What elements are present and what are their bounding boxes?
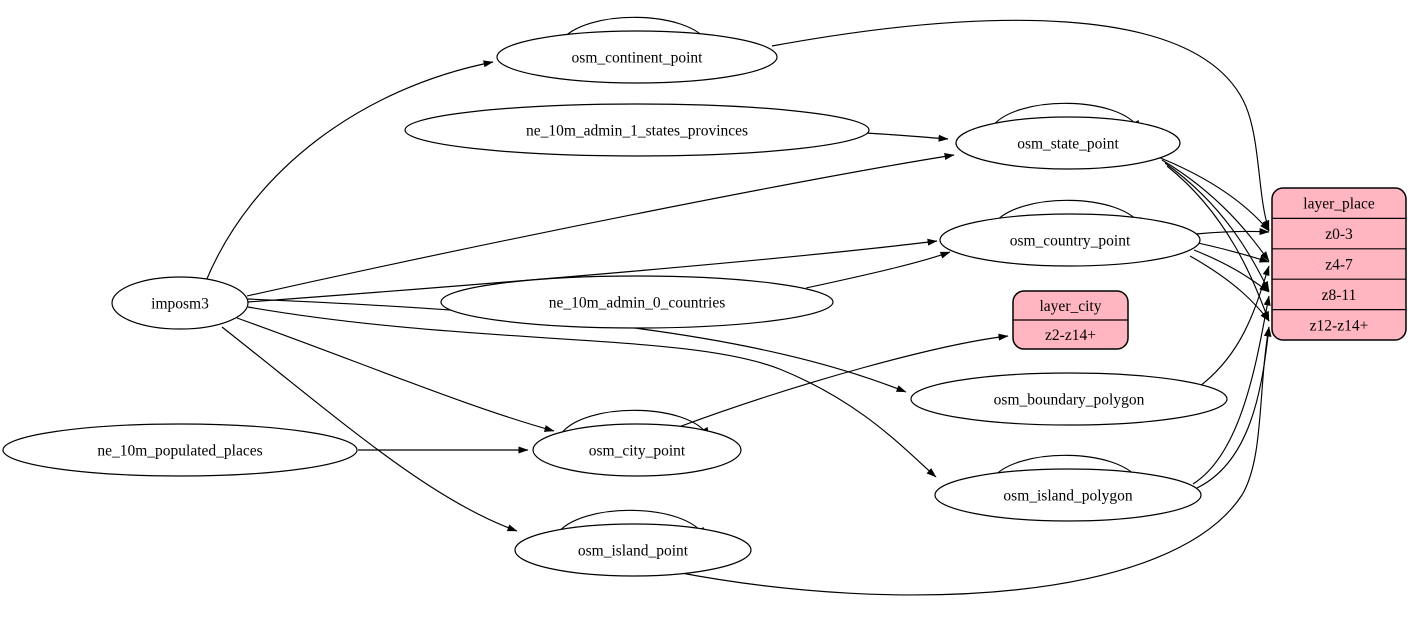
- node-imposm3: imposm3: [111, 276, 249, 330]
- node-shape-osm_country_point: [939, 213, 1201, 267]
- node-shape-imposm3: [111, 276, 249, 330]
- node-shape-osm_state_point: [955, 116, 1181, 170]
- record-title-layer_city: layer_city: [1040, 298, 1102, 315]
- node-osm_island_point: osm_island_point: [514, 523, 752, 577]
- node-shape-osm_island_point: [514, 523, 752, 577]
- edge-imposm3-to-osm_island_point: [221, 326, 518, 532]
- edge-osm_country_point-to-layer_place:z8-11: [1193, 249, 1270, 293]
- node-osm_country_point: osm_country_point: [939, 213, 1201, 267]
- edge-osm_country_point-to-layer_place:z0-3: [1195, 228, 1270, 235]
- edge-osm_state_point-to-layer_place:z4-7: [1161, 159, 1270, 262]
- node-shape-ne_10m_admin_0_countries: [440, 275, 834, 329]
- node-shape-ne_10m_populated_places: [2, 423, 358, 477]
- self-loop-osm_city_point: [560, 409, 710, 438]
- node-osm_continent_point: osm_continent_point: [496, 30, 778, 84]
- node-label-osm_island_polygon: osm_island_polygon: [1003, 488, 1132, 505]
- edge-osm_state_point-to-layer_place:z12-z14+: [1166, 165, 1270, 322]
- self-loop-osm_island_point: [556, 509, 706, 538]
- node-shape-osm_city_point: [532, 423, 742, 477]
- record-row-layer_place-z8-11: z8-11: [1322, 287, 1357, 304]
- edge-imposm3-to-osm_state_point: [246, 153, 955, 297]
- edge-osm_state_point-to-layer_place:z0-3: [1157, 156, 1270, 232]
- record-title-layer_place: layer_place: [1303, 196, 1375, 213]
- record-row-layer_place-z0-3: z0-3: [1325, 226, 1353, 243]
- node-ne_10m_populated_places: ne_10m_populated_places: [2, 423, 358, 477]
- edge-osm_country_point-to-layer_place:z4-7: [1197, 242, 1270, 263]
- edge-osm_city_point-to-layer_city:z2-z14+: [675, 333, 1009, 429]
- node-label-osm_island_point: osm_island_point: [578, 543, 689, 560]
- edge-osm_state_point-to-layer_place:z8-11: [1164, 162, 1270, 292]
- edge-imposm3-to-osm_country_point: [247, 238, 938, 303]
- node-shape-osm_island_polygon: [934, 468, 1202, 522]
- node-label-osm_state_point: osm_state_point: [1017, 136, 1119, 153]
- node-shape-ne_10m_admin_1_states_provinces: [404, 103, 870, 157]
- edge-imposm3-to-osm_island_polygon: [247, 306, 937, 478]
- edge-osm_continent_point-to-layer_place:z0-3: [771, 19, 1270, 231]
- self-loop-osm_island_polygon: [991, 454, 1141, 483]
- node-osm_city_point: osm_city_point: [532, 423, 742, 477]
- record-shape-layer_place: [1271, 187, 1407, 341]
- edge-imposm3-to-osm_boundary_polygon: [246, 298, 907, 393]
- record-layer_place: layer_place z0-3 z4-7 z8-11 z12-z14+: [1271, 187, 1407, 341]
- node-shape-osm_boundary_polygon: [910, 372, 1228, 426]
- edge-imposm3-to-osm_continent_point: [205, 60, 494, 282]
- record-layer_city: layer_city z2-z14+: [1012, 290, 1129, 350]
- node-label-imposm3: imposm3: [151, 296, 209, 313]
- self-loop-osm_country_point: [993, 199, 1143, 228]
- node-osm_boundary_polygon: osm_boundary_polygon: [910, 372, 1228, 426]
- record-row-layer_city-z2-z14+: z2-z14+: [1045, 327, 1096, 344]
- node-osm_island_polygon: osm_island_polygon: [934, 468, 1202, 522]
- node-label-ne_10m_admin_1_states_provinces: ne_10m_admin_1_states_provinces: [526, 123, 748, 140]
- edge-osm_country_point-to-layer_place:z12-z14+: [1189, 255, 1270, 322]
- node-osm_state_point: osm_state_point: [955, 116, 1181, 170]
- edge-imposm3-to-osm_city_point: [236, 317, 555, 432]
- node-label-osm_country_point: osm_country_point: [1010, 233, 1131, 250]
- record-row-layer_place-z4-7: z4-7: [1325, 257, 1353, 274]
- edge-osm_boundary_polygon-to-layer_place:z4-7: [1199, 265, 1270, 387]
- node-label-osm_city_point: osm_city_point: [589, 443, 686, 460]
- node-label-osm_continent_point: osm_continent_point: [572, 50, 704, 67]
- node-label-osm_boundary_polygon: osm_boundary_polygon: [994, 392, 1145, 409]
- self-loop-osm_state_point: [991, 102, 1141, 131]
- edge-osm_island_point-to-layer_place:z12-z14+: [675, 326, 1271, 596]
- edge-osm_island_polygon-to-layer_place:z8-11: [1192, 295, 1271, 485]
- node-shape-osm_continent_point: [496, 30, 778, 84]
- record-row-layer_place-z12-z14+: z12-z14+: [1310, 317, 1369, 334]
- node-label-ne_10m_admin_0_countries: ne_10m_admin_0_countries: [549, 295, 726, 312]
- edge-ne_10m_admin_0_countries-to-osm_country_point: [805, 251, 951, 289]
- node-label-ne_10m_populated_places: ne_10m_populated_places: [97, 443, 262, 460]
- node-ne_10m_admin_1_states_provinces: ne_10m_admin_1_states_provinces: [404, 103, 870, 157]
- node-ne_10m_admin_0_countries: ne_10m_admin_0_countries: [440, 275, 834, 329]
- edge-ne_10m_admin_1_states_provinces-to-osm_state_point: [865, 132, 949, 142]
